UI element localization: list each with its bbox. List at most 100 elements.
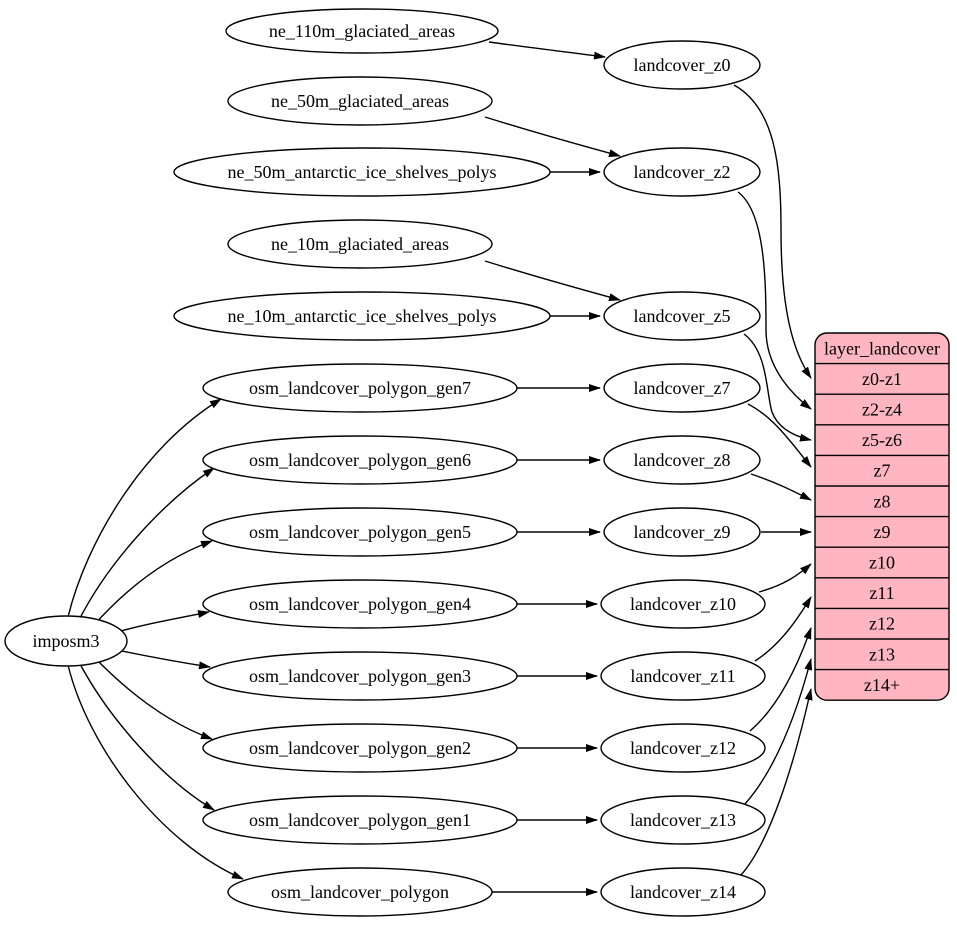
node-label: landcover_z8 bbox=[634, 450, 731, 470]
node-landcover_z0: landcover_z0 bbox=[603, 40, 761, 90]
edge-landcover_z2-to-layer_landcover-z2-z4 bbox=[737, 191, 812, 410]
transform-node-shape bbox=[600, 651, 766, 701]
edge-imposm3-to-osm_landcover_polygon_gen5 bbox=[93, 540, 213, 626]
edge-landcover_z0-to-layer_landcover-z0-z1 bbox=[733, 84, 812, 379]
transform-node-shape bbox=[603, 363, 761, 413]
node-osm_landcover_polygon_gen6: osm_landcover_polygon_gen6 bbox=[202, 435, 518, 485]
node-osm_landcover_polygon_gen4: osm_landcover_polygon_gen4 bbox=[202, 579, 518, 629]
node-label: ne_10m_antarctic_ice_shelves_polys bbox=[228, 306, 497, 326]
node-osm_landcover_polygon_gen3: osm_landcover_polygon_gen3 bbox=[202, 651, 518, 701]
node-osm_landcover_polygon_gen2: osm_landcover_polygon_gen2 bbox=[202, 723, 518, 773]
table-row-z0-z1: z0-z1 bbox=[862, 369, 902, 389]
node-label: osm_landcover_polygon_gen2 bbox=[249, 738, 471, 758]
node-osm_landcover_polygon_gen5: osm_landcover_polygon_gen5 bbox=[202, 507, 518, 557]
edge-imposm3-to-osm_landcover_polygon_gen7 bbox=[67, 398, 222, 618]
node-label: landcover_z14 bbox=[630, 882, 736, 902]
node-landcover_z10: landcover_z10 bbox=[600, 579, 766, 629]
source-node-shape bbox=[202, 795, 518, 845]
table-row-z7: z7 bbox=[874, 461, 891, 481]
node-landcover_z13: landcover_z13 bbox=[600, 795, 766, 845]
edge-landcover_z14-to-layer_landcover-z14+ bbox=[740, 688, 813, 876]
node-landcover_z12: landcover_z12 bbox=[600, 723, 766, 773]
edge-landcover_z10-to-layer_landcover-z10 bbox=[758, 563, 812, 593]
node-ne_10m_antarctic_ice_shelves_polys: ne_10m_antarctic_ice_shelves_polys bbox=[173, 291, 551, 341]
table-row-z2-z4: z2-z4 bbox=[862, 400, 902, 420]
node-label: osm_landcover_polygon_gen4 bbox=[249, 594, 471, 614]
node-label: osm_landcover_polygon_gen7 bbox=[249, 378, 471, 398]
source-node-shape bbox=[202, 579, 518, 629]
node-label: landcover_z11 bbox=[630, 666, 735, 686]
source-node-shape bbox=[202, 723, 518, 773]
node-label: landcover_z5 bbox=[634, 306, 731, 326]
node-ne_50m_antarctic_ice_shelves_polys: ne_50m_antarctic_ice_shelves_polys bbox=[173, 147, 551, 197]
layer-table: layer_landcoverz0-z1z2-z4z5-z6z7z8z9z10z… bbox=[814, 332, 950, 701]
node-label: ne_50m_antarctic_ice_shelves_polys bbox=[228, 162, 497, 182]
edge-landcover_z7-to-layer_landcover-z7 bbox=[747, 403, 812, 468]
transform-node-shape bbox=[600, 723, 766, 773]
edge-ne_50m_glaciated_areas-to-landcover_z2 bbox=[484, 116, 621, 157]
edge-imposm3-to-osm_landcover_polygon bbox=[67, 664, 244, 880]
table-row-z11: z11 bbox=[869, 583, 894, 603]
table-row-z13: z13 bbox=[869, 644, 895, 664]
node-label: osm_landcover_polygon bbox=[271, 882, 449, 902]
node-label: landcover_z13 bbox=[630, 810, 736, 830]
node-ne_10m_glaciated_areas: ne_10m_glaciated_areas bbox=[227, 219, 493, 269]
edge-landcover_z5-to-layer_landcover-z5-z6 bbox=[743, 333, 812, 442]
edge-imposm3-to-osm_landcover_polygon_gen3 bbox=[116, 649, 211, 670]
node-label: ne_50m_glaciated_areas bbox=[271, 91, 449, 111]
node-landcover_z11: landcover_z11 bbox=[600, 651, 766, 701]
node-label: osm_landcover_polygon_gen1 bbox=[249, 810, 471, 830]
importer-node-shape bbox=[4, 615, 128, 667]
node-label: landcover_z0 bbox=[634, 55, 731, 75]
edge-ne_10m_glaciated_areas-to-landcover_z5 bbox=[484, 260, 621, 301]
node-landcover_z7: landcover_z7 bbox=[603, 363, 761, 413]
node-label: imposm3 bbox=[32, 631, 99, 651]
table-row-z14+: z14+ bbox=[864, 675, 900, 695]
table-row-z5-z6: z5-z6 bbox=[862, 430, 902, 450]
source-node-shape bbox=[227, 867, 493, 917]
transform-node-shape bbox=[600, 579, 766, 629]
transform-node-shape bbox=[603, 291, 761, 341]
node-label: ne_10m_glaciated_areas bbox=[271, 234, 449, 254]
node-landcover_z2: landcover_z2 bbox=[603, 147, 761, 197]
source-node-shape bbox=[173, 147, 551, 197]
transform-node-shape bbox=[603, 507, 761, 557]
node-label: landcover_z2 bbox=[634, 162, 731, 182]
source-node-shape bbox=[202, 507, 518, 557]
node-label: osm_landcover_polygon_gen3 bbox=[249, 666, 471, 686]
source-node-shape bbox=[202, 363, 518, 413]
edge-ne_110m_glaciated_areas-to-landcover_z0 bbox=[488, 41, 606, 60]
node-osm_landcover_polygon_gen1: osm_landcover_polygon_gen1 bbox=[202, 795, 518, 845]
edge-landcover_z12-to-layer_landcover-z12 bbox=[749, 627, 812, 732]
edge-landcover_z13-to-layer_landcover-z13 bbox=[744, 658, 813, 805]
node-imposm3: imposm3 bbox=[4, 615, 128, 667]
transform-node-shape bbox=[603, 40, 761, 90]
node-label: osm_landcover_polygon_gen6 bbox=[249, 450, 471, 470]
node-ne_50m_glaciated_areas: ne_50m_glaciated_areas bbox=[227, 76, 493, 126]
node-osm_landcover_polygon_gen7: osm_landcover_polygon_gen7 bbox=[202, 363, 518, 413]
edge-landcover_z11-to-layer_landcover-z11 bbox=[754, 596, 812, 662]
edge-imposm3-to-osm_landcover_polygon_gen1 bbox=[78, 661, 215, 811]
node-landcover_z5: landcover_z5 bbox=[603, 291, 761, 341]
node-label: landcover_z7 bbox=[634, 378, 731, 398]
node-landcover_z14: landcover_z14 bbox=[600, 867, 766, 917]
table-row-z9: z9 bbox=[874, 522, 891, 542]
edge-landcover_z8-to-layer_landcover-z8 bbox=[750, 473, 812, 501]
source-node-shape bbox=[173, 291, 551, 341]
table-row-z10: z10 bbox=[869, 553, 895, 573]
node-label: landcover_z10 bbox=[630, 594, 736, 614]
source-node-shape bbox=[202, 435, 518, 485]
node-landcover_z8: landcover_z8 bbox=[603, 435, 761, 485]
source-node-shape bbox=[202, 651, 518, 701]
node-label: landcover_z12 bbox=[630, 738, 736, 758]
node-landcover_z9: landcover_z9 bbox=[603, 507, 761, 557]
node-osm_landcover_polygon: osm_landcover_polygon bbox=[227, 867, 493, 917]
source-node-shape bbox=[227, 219, 493, 269]
table-title: layer_landcover bbox=[824, 338, 940, 358]
nodes-layer: imposm3 ne_110m_glaciated_areas ne_50m_gla… bbox=[4, 8, 766, 917]
node-label: osm_landcover_polygon_gen5 bbox=[249, 522, 471, 542]
node-ne_110m_glaciated_areas: ne_110m_glaciated_areas bbox=[225, 8, 499, 54]
transform-node-shape bbox=[600, 795, 766, 845]
